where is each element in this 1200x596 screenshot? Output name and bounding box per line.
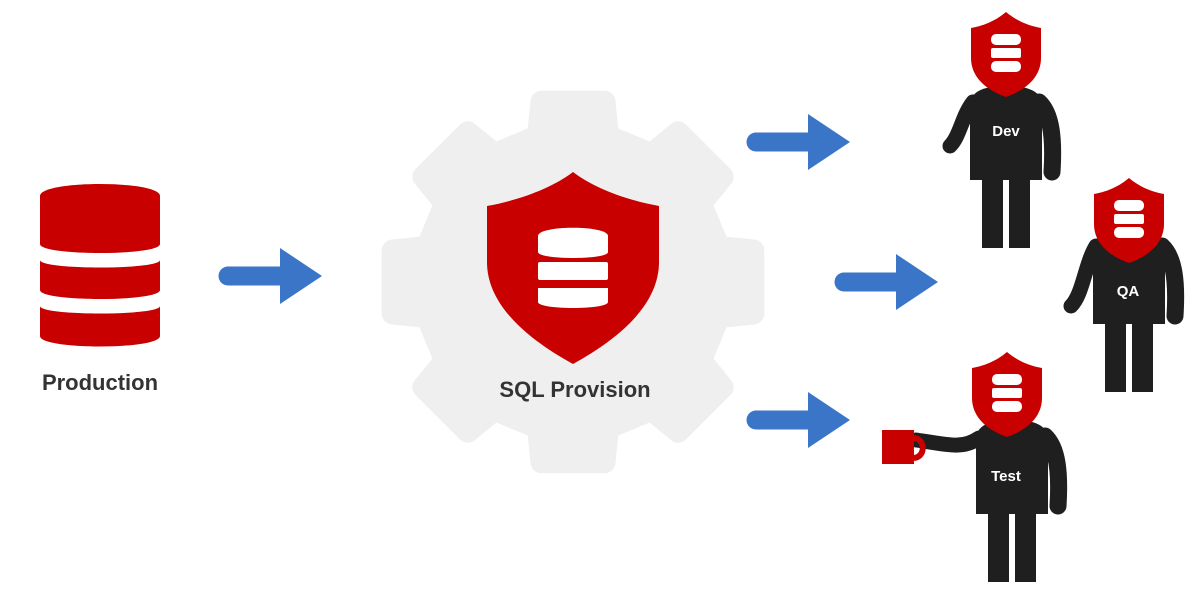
flow-arrow-to-hub (228, 248, 322, 304)
production-node: Production (40, 184, 160, 395)
person-body (1063, 230, 1176, 392)
database-icon (40, 184, 160, 347)
flow-arrow-to-qa (844, 254, 938, 310)
sql-provision-node: SQL Provision (381, 90, 765, 474)
person-body (942, 86, 1053, 248)
dev-label: Dev (992, 123, 1020, 140)
test-person: Test (882, 352, 1059, 582)
sql-provision-label: SQL Provision (499, 377, 650, 402)
shield-database-icon (487, 172, 659, 364)
person-body (908, 420, 1059, 582)
flow-arrow-to-test (756, 392, 850, 448)
qa-person: QA (1063, 178, 1176, 392)
mug-icon (882, 430, 926, 464)
dev-person: Dev (942, 12, 1053, 248)
qa-label: QA (1117, 283, 1140, 300)
production-label: Production (42, 370, 158, 395)
shield-head-icon (971, 12, 1041, 97)
test-label: Test (991, 468, 1021, 485)
flow-arrow-to-dev (756, 114, 850, 170)
